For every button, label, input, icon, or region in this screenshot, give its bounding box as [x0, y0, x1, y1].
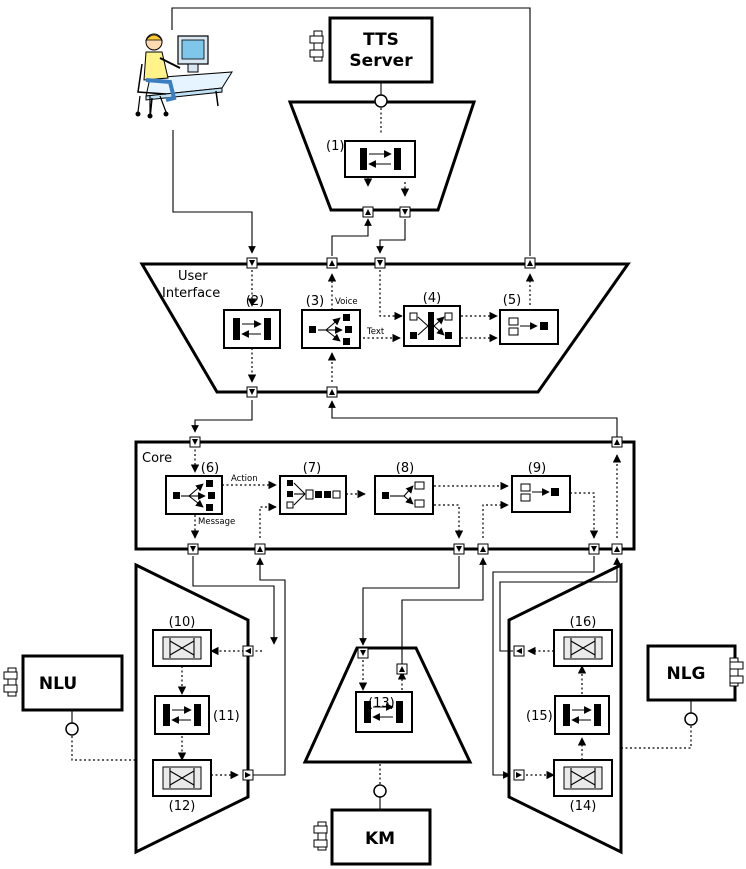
translator-box-15	[554, 695, 610, 735]
user-interface-trapezoid	[139, 262, 631, 394]
step-label-11: (11)	[213, 709, 240, 724]
nlg-component: NLG	[646, 644, 744, 702]
step-label-5: (5)	[503, 293, 521, 308]
core-to-nlg-line	[492, 556, 595, 779]
ui-voice-to-tts-line	[331, 218, 372, 256]
nlu-label: NLU	[39, 674, 77, 694]
connectors	[171, 7, 621, 779]
core-to-km-line	[359, 556, 460, 646]
step-label-8: (8)	[396, 461, 414, 476]
provided-interface-circle-icon	[373, 764, 387, 810]
step-label-3: (3)	[306, 294, 324, 309]
content-enricher-box-12	[152, 759, 212, 797]
step-label-7: (7)	[303, 461, 321, 476]
tts-label-line1: TTS	[363, 30, 399, 50]
uml-component-icon	[313, 30, 323, 62]
message-label: Message	[198, 517, 235, 527]
translator-box-2	[223, 309, 281, 349]
ui-label-line2: Interface	[162, 286, 220, 301]
provided-interface-circle-icon	[65, 710, 136, 761]
provided-interface-circle-icon	[621, 700, 698, 749]
uml-component-icon	[729, 657, 739, 687]
aggregator-box-9	[511, 475, 571, 513]
core-to-nlu-line	[192, 556, 278, 645]
content-router-box-3	[301, 309, 361, 349]
uml-component-icon	[7, 667, 17, 697]
normalizer-box-4	[403, 305, 461, 347]
km-to-core-line	[401, 557, 487, 664]
uml-component-icon	[317, 821, 327, 851]
step-label-6: (6)	[201, 461, 219, 476]
splitter-box-7	[279, 475, 347, 515]
ui-to-core-line	[191, 400, 253, 433]
provided-interface-circle-icon	[374, 82, 388, 135]
ports	[187, 206, 623, 781]
content-router-box-6	[165, 475, 223, 515]
nlu-component: NLU	[3, 654, 124, 712]
dotted-flows	[177, 177, 622, 780]
nlu-to-core-line	[252, 557, 286, 776]
km-component: KM	[313, 808, 432, 866]
voice-label: Voice	[335, 297, 358, 307]
translator-box-11	[154, 695, 210, 735]
translator-box-13	[355, 691, 413, 733]
action-label: Action	[231, 474, 258, 484]
km-label: KM	[365, 829, 395, 849]
text-label: Text	[366, 327, 385, 337]
step-label-13: (13)	[368, 696, 395, 711]
translator-box-1	[344, 140, 416, 178]
content-enricher-box-16	[553, 629, 613, 667]
step-label-14: (14)	[570, 799, 597, 814]
user-to-ui-line	[172, 130, 256, 254]
ui-label-line1: User	[178, 269, 208, 284]
content-enricher-box-14	[553, 759, 613, 797]
core-to-ui-line	[328, 400, 618, 437]
step-label-15: (15)	[526, 709, 553, 724]
user-at-computer-icon	[135, 33, 233, 119]
step-label-12: (12)	[169, 799, 196, 814]
tts-server-component: TTS Server	[309, 16, 434, 84]
nlg-label: NLG	[666, 664, 705, 684]
tts-to-ui-line	[376, 219, 406, 254]
content-enricher-box-10	[152, 629, 212, 667]
step-label-16: (16)	[570, 615, 597, 630]
aggregator-box-5	[499, 309, 559, 345]
step-label-1: (1)	[326, 139, 344, 154]
filter-box-8	[374, 475, 434, 515]
step-label-2: (2)	[246, 294, 264, 309]
step-label-4: (4)	[423, 291, 441, 306]
core-label: Core	[142, 451, 172, 466]
nlg-to-core-line	[499, 557, 621, 652]
ui-to-user-line	[171, 7, 531, 256]
tts-label-line2: Server	[349, 51, 413, 71]
step-label-10: (10)	[169, 615, 196, 630]
step-label-9: (9)	[528, 461, 546, 476]
